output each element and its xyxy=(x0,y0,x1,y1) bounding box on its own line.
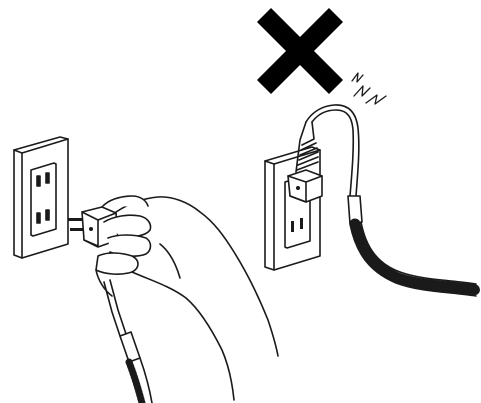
wall-outlet-icon xyxy=(264,146,321,271)
power-cord-icon xyxy=(103,279,153,403)
plug-icon xyxy=(287,121,323,203)
wall-outlet-icon xyxy=(13,136,69,259)
plug-prongs xyxy=(68,218,84,231)
power-cord-icon xyxy=(305,104,481,297)
left-scene xyxy=(13,136,279,403)
spark-icon xyxy=(351,72,387,105)
cross-mark-icon xyxy=(257,8,343,94)
hand-icon xyxy=(95,195,279,401)
right-scene xyxy=(257,8,481,297)
